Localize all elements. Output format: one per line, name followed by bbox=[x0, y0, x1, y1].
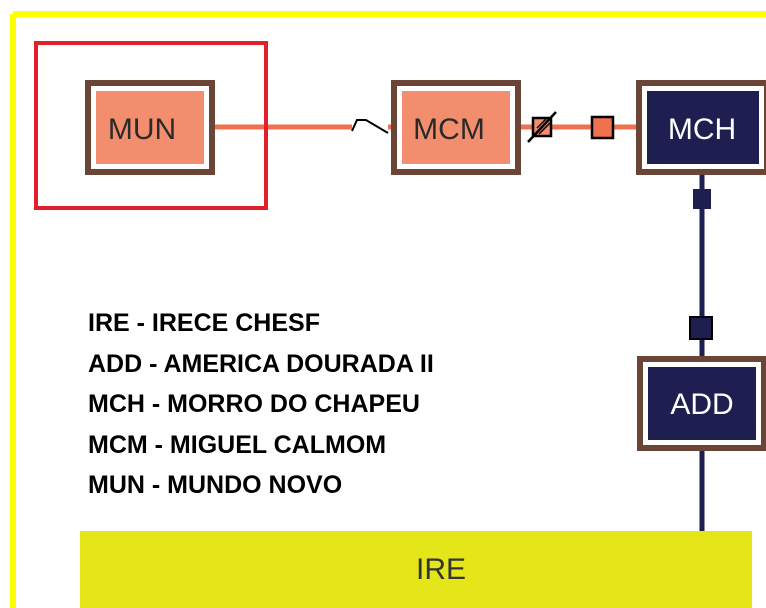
breaker-navy-lower-symbol bbox=[689, 316, 713, 340]
station-mun[interactable]: MUN bbox=[85, 80, 215, 175]
busbar-ire[interactable]: IRE bbox=[80, 531, 752, 608]
station-add[interactable]: ADD bbox=[637, 356, 766, 451]
legend-item: MUN - MUNDO NOVO bbox=[88, 471, 343, 499]
legend-item: ADD - AMERICA DOURADA II bbox=[88, 349, 434, 378]
station-mch-label: MCH bbox=[668, 113, 736, 146]
station-mcm[interactable]: MCM bbox=[391, 80, 521, 175]
breaker-navy-upper-symbol bbox=[693, 189, 711, 209]
station-mcm-label: MCM bbox=[413, 113, 485, 146]
disconnector-open-symbol bbox=[527, 111, 557, 143]
legend-item: IRE - IRECE CHESF bbox=[88, 309, 320, 337]
breaker-orange-symbol bbox=[590, 115, 615, 140]
busbar-ire-label: IRE bbox=[416, 553, 466, 586]
line-break-symbol bbox=[351, 119, 389, 134]
station-mch[interactable]: MCH bbox=[636, 80, 766, 175]
legend-item: MCM - MIGUEL CALMOM bbox=[88, 430, 387, 459]
legend-item: MCH - MORRO DO CHAPEU bbox=[88, 390, 420, 418]
station-add-label: ADD bbox=[670, 388, 733, 421]
legend-list: IRE - IRECE CHESF ADD - AMERICA DOURADA … bbox=[88, 303, 434, 506]
station-mun-label: MUN bbox=[108, 113, 176, 146]
mun-highlight-frame bbox=[34, 41, 268, 210]
outer-frame bbox=[10, 11, 766, 608]
